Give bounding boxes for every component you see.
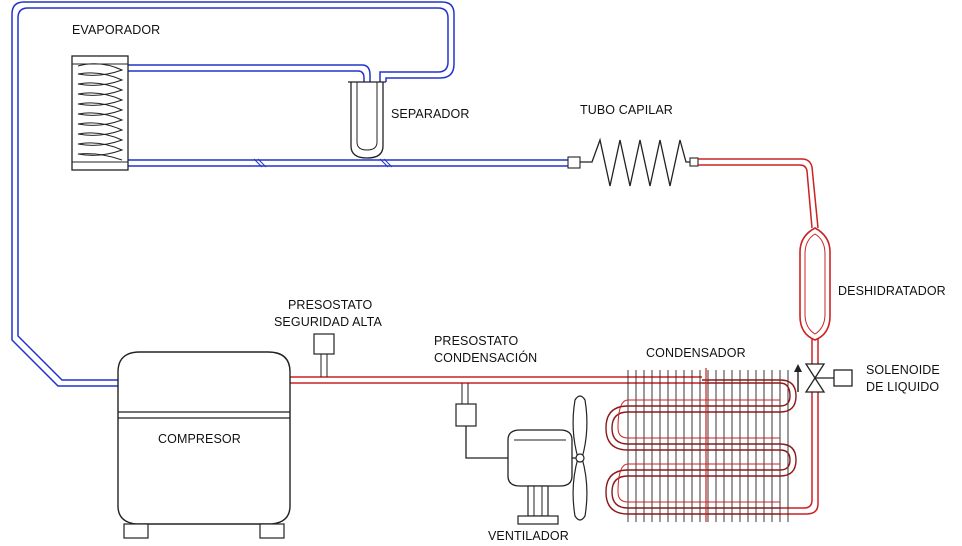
solenoide-valve (804, 363, 853, 393)
deshidratador-filter (799, 227, 831, 341)
tubo-capilar (567, 137, 699, 187)
condensador (605, 368, 797, 522)
separador-tank (348, 81, 386, 159)
label-condensador: CONDENSADOR (646, 346, 746, 360)
label-solenoide-2: DE LIQUIDO (866, 380, 939, 394)
label-tubo-capilar: TUBO CAPILAR (580, 103, 673, 117)
evaporator-liquid-line (128, 158, 568, 168)
evaporador-coil (71, 55, 129, 171)
discharge-line (290, 376, 702, 384)
evaporator-to-separator-line (128, 64, 371, 82)
presostato-condensacion-device (455, 383, 508, 459)
label-ventilador: VENTILADOR (488, 529, 569, 543)
ventilador-fan (507, 395, 588, 525)
label-presostato-alta-2: SEGURIDAD ALTA (274, 315, 382, 329)
liquid-line (698, 158, 819, 515)
presostato-alta-device (313, 333, 335, 377)
label-solenoide-1: SOLENOIDE (866, 363, 940, 377)
label-presostato-alta-1: PRESOSTATO (288, 298, 373, 312)
label-compresor: COMPRESOR (158, 432, 241, 446)
label-separador: SEPARADOR (391, 107, 469, 121)
label-deshidratador: DESHIDRATADOR (838, 284, 946, 298)
label-presostato-cond-2: CONDENSACIÓN (434, 350, 537, 365)
suction-line (11, 1, 455, 387)
label-presostato-cond-1: PRESOSTATO (434, 334, 519, 348)
label-evaporador: EVAPORADOR (72, 23, 160, 37)
flow-arrow-icon (794, 364, 802, 392)
compresor-unit (117, 351, 291, 539)
labels: EVAPORADOR SEPARADOR TUBO CAPILAR DESHID… (72, 23, 946, 543)
